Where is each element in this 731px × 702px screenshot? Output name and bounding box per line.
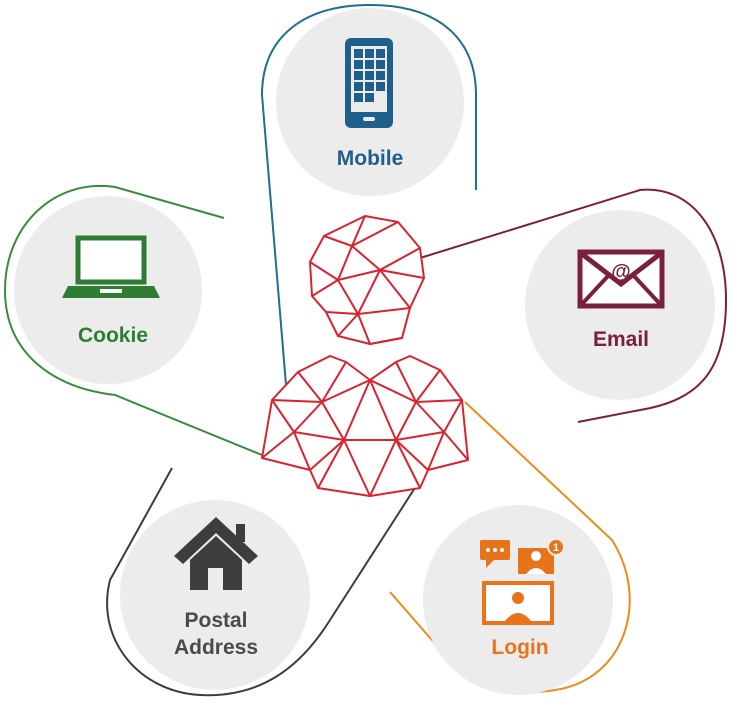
email-connector bbox=[419, 188, 728, 423]
login-label: Login bbox=[491, 636, 548, 659]
email-at-symbol: @ bbox=[611, 261, 631, 283]
notification-badge bbox=[547, 538, 565, 556]
smartphone-icon bbox=[345, 38, 393, 128]
mobile-label: Mobile bbox=[337, 147, 404, 170]
mobile-connector bbox=[260, 3, 477, 386]
cookie-label: Cookie bbox=[78, 324, 148, 347]
person-network-icon bbox=[261, 215, 469, 497]
postal-circle bbox=[120, 500, 310, 690]
laptop-icon bbox=[62, 235, 160, 298]
postal-label-line2: Address bbox=[174, 636, 258, 659]
cookie-connector bbox=[3, 184, 263, 456]
house-icon bbox=[174, 517, 258, 590]
postal-connector bbox=[106, 467, 421, 697]
video-chat-icon: 1 bbox=[480, 538, 565, 625]
envelope-icon: @ bbox=[577, 249, 665, 309]
postal-label-line1: Postal bbox=[184, 609, 247, 632]
email-label: Email bbox=[593, 328, 649, 351]
notification-badge-count: 1 bbox=[553, 542, 559, 554]
